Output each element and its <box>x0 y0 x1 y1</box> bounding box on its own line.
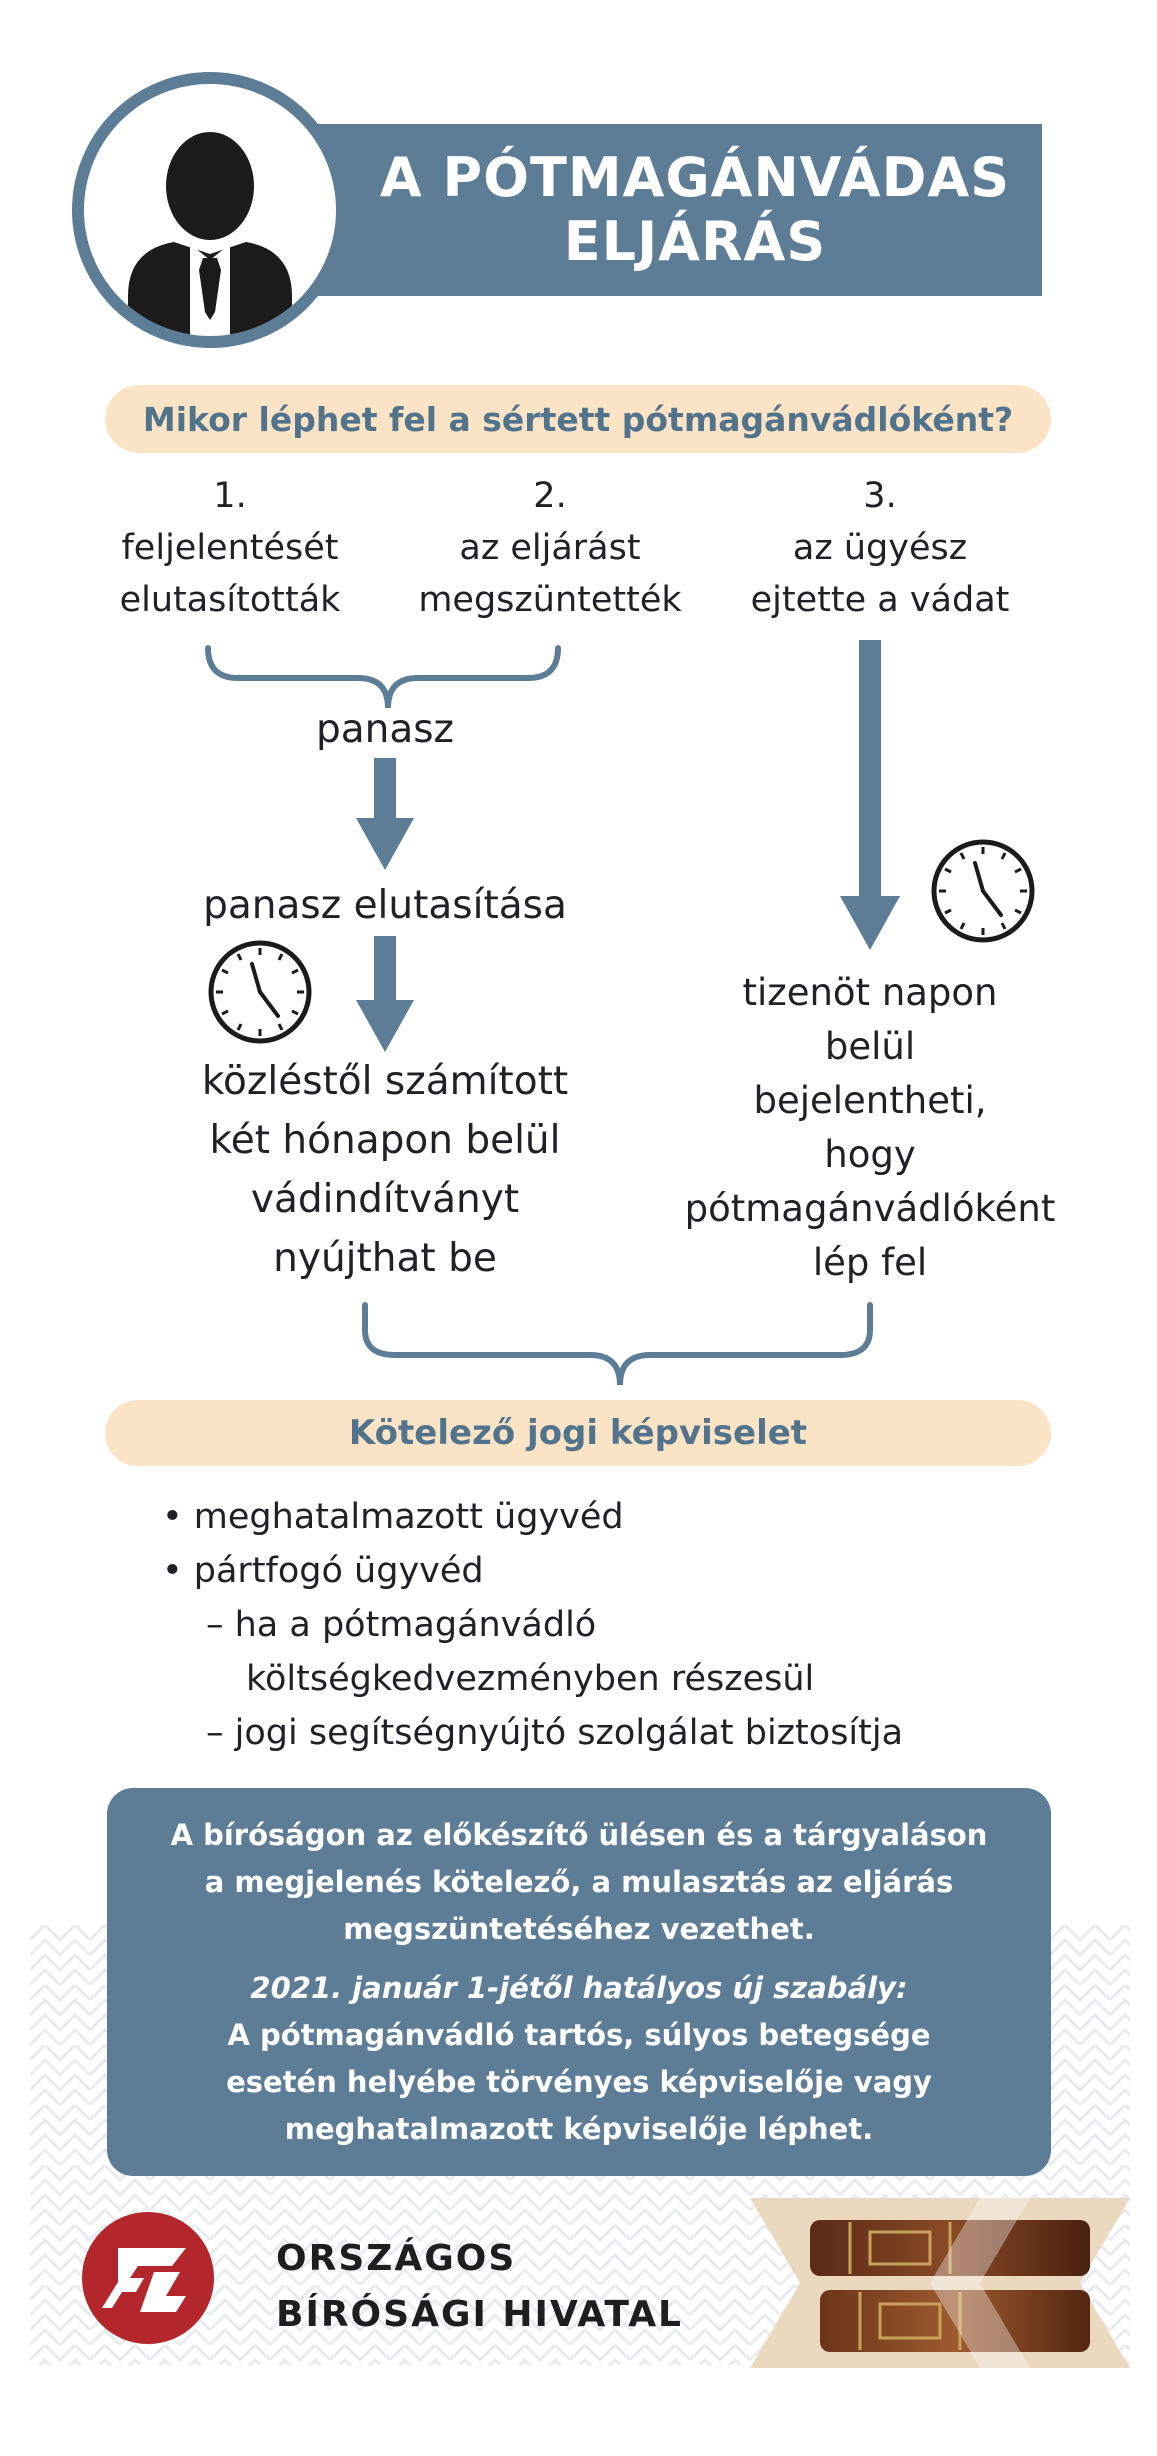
outcome-line: közléstől számított <box>201 1059 569 1104</box>
outcome-line: hogy <box>824 1133 916 1176</box>
complaint-rejected-label: panasz elutasítása <box>203 883 567 928</box>
step-text-line: feljelentését <box>121 528 339 568</box>
new-rule-line: esetén helyébe törvényes képviselője vag… <box>226 2065 932 2099</box>
arrow-down-1 <box>356 758 414 870</box>
right-outcome: tizenöt napon belül bejelentheti, hogy p… <box>660 966 1080 1290</box>
header-band <box>300 124 1042 296</box>
outcome-line: lép fel <box>812 1241 928 1284</box>
list-sub-item-cont: költségkedvezményben részesül <box>246 1659 815 1699</box>
info-line: A bíróságon az előkészítő ülésen és a tá… <box>170 1818 988 1852</box>
step-text-line: elutasították <box>119 580 341 620</box>
person-icon <box>128 132 292 336</box>
step-text-line: az eljárást <box>459 528 641 568</box>
left-outcome: közléstől számított két hónapon belül vá… <box>140 1052 630 1288</box>
list-sub-item: – jogi segítségnyújtó szolgálat biztosít… <box>206 1713 904 1753</box>
step-3: 3. az ügyész ejtette a vádat <box>740 470 1020 626</box>
question-banner: Mikor léphet fel a sértett pótmagánvádló… <box>105 385 1051 453</box>
avatar <box>72 72 348 348</box>
representation-banner: Kötelező jogi képviselet <box>105 1400 1051 1466</box>
new-rule-title: 2021. január 1-jétől hatályos új szabály… <box>250 1971 908 2005</box>
page-title: A PÓTMAGÁNVÁDAS ELJÁRÁS <box>360 124 1030 296</box>
step-number: 2. <box>533 476 567 516</box>
arrow-down-3 <box>840 640 900 950</box>
title-line-1: A PÓTMAGÁNVÁDAS <box>379 146 1011 209</box>
info-line: megszüntetéséhez vezethet. <box>343 1912 815 1946</box>
new-rule-line: meghatalmazott képviselője léphet. <box>284 2112 874 2146</box>
top-brace <box>205 645 561 709</box>
outcome-line: vádindítványt <box>250 1177 520 1222</box>
info-box: A bíróságon az előkészítő ülésen és a tá… <box>107 1788 1051 2176</box>
books-image <box>750 2198 1130 2368</box>
step-2: 2. az eljárást megszüntették <box>400 470 700 626</box>
list-sub-item: – ha a pótmagánvádló <box>206 1605 597 1645</box>
arrow-down-2 <box>356 936 414 1052</box>
outcome-line: pótmagánvádlóként <box>684 1187 1056 1230</box>
outcome-line: nyújthat be <box>273 1236 497 1281</box>
organization-name: ORSZÁGOS BÍRÓSÁGI HIVATAL <box>276 2231 683 2343</box>
outcome-line: bejelentheti, <box>753 1079 987 1122</box>
step-text-line: ejtette a vádat <box>750 580 1010 620</box>
outcome-line: két hónapon belül <box>209 1118 561 1163</box>
clock-icon <box>931 839 1035 943</box>
step-number: 3. <box>863 476 897 516</box>
info-line: a megjelenés kötelező, a mulasztás az el… <box>204 1865 954 1899</box>
outcome-line: belül <box>824 1025 916 1068</box>
complaint-label: panasz <box>315 707 455 752</box>
outcome-line: tizenöt napon <box>742 971 998 1014</box>
list-item: • pártfogó ügyvéd <box>162 1551 484 1591</box>
court-logo <box>82 2212 214 2344</box>
title-line-2: ELJÁRÁS <box>563 210 827 273</box>
bottom-brace <box>362 1302 873 1386</box>
step-text-line: az ügyész <box>792 528 968 568</box>
step-text-line: megszüntették <box>418 580 682 620</box>
new-rule-line: A pótmagánvádló tartós, súlyos betegsége <box>227 2018 931 2052</box>
org-line-2: BÍRÓSÁGI HIVATAL <box>276 2294 683 2335</box>
step-number: 1. <box>213 476 247 516</box>
clock-icon <box>208 940 312 1044</box>
list-item: • meghatalmazott ügyvéd <box>162 1497 624 1537</box>
step-1: 1. feljelentését elutasították <box>100 470 360 626</box>
org-line-1: ORSZÁGOS <box>276 2238 517 2279</box>
